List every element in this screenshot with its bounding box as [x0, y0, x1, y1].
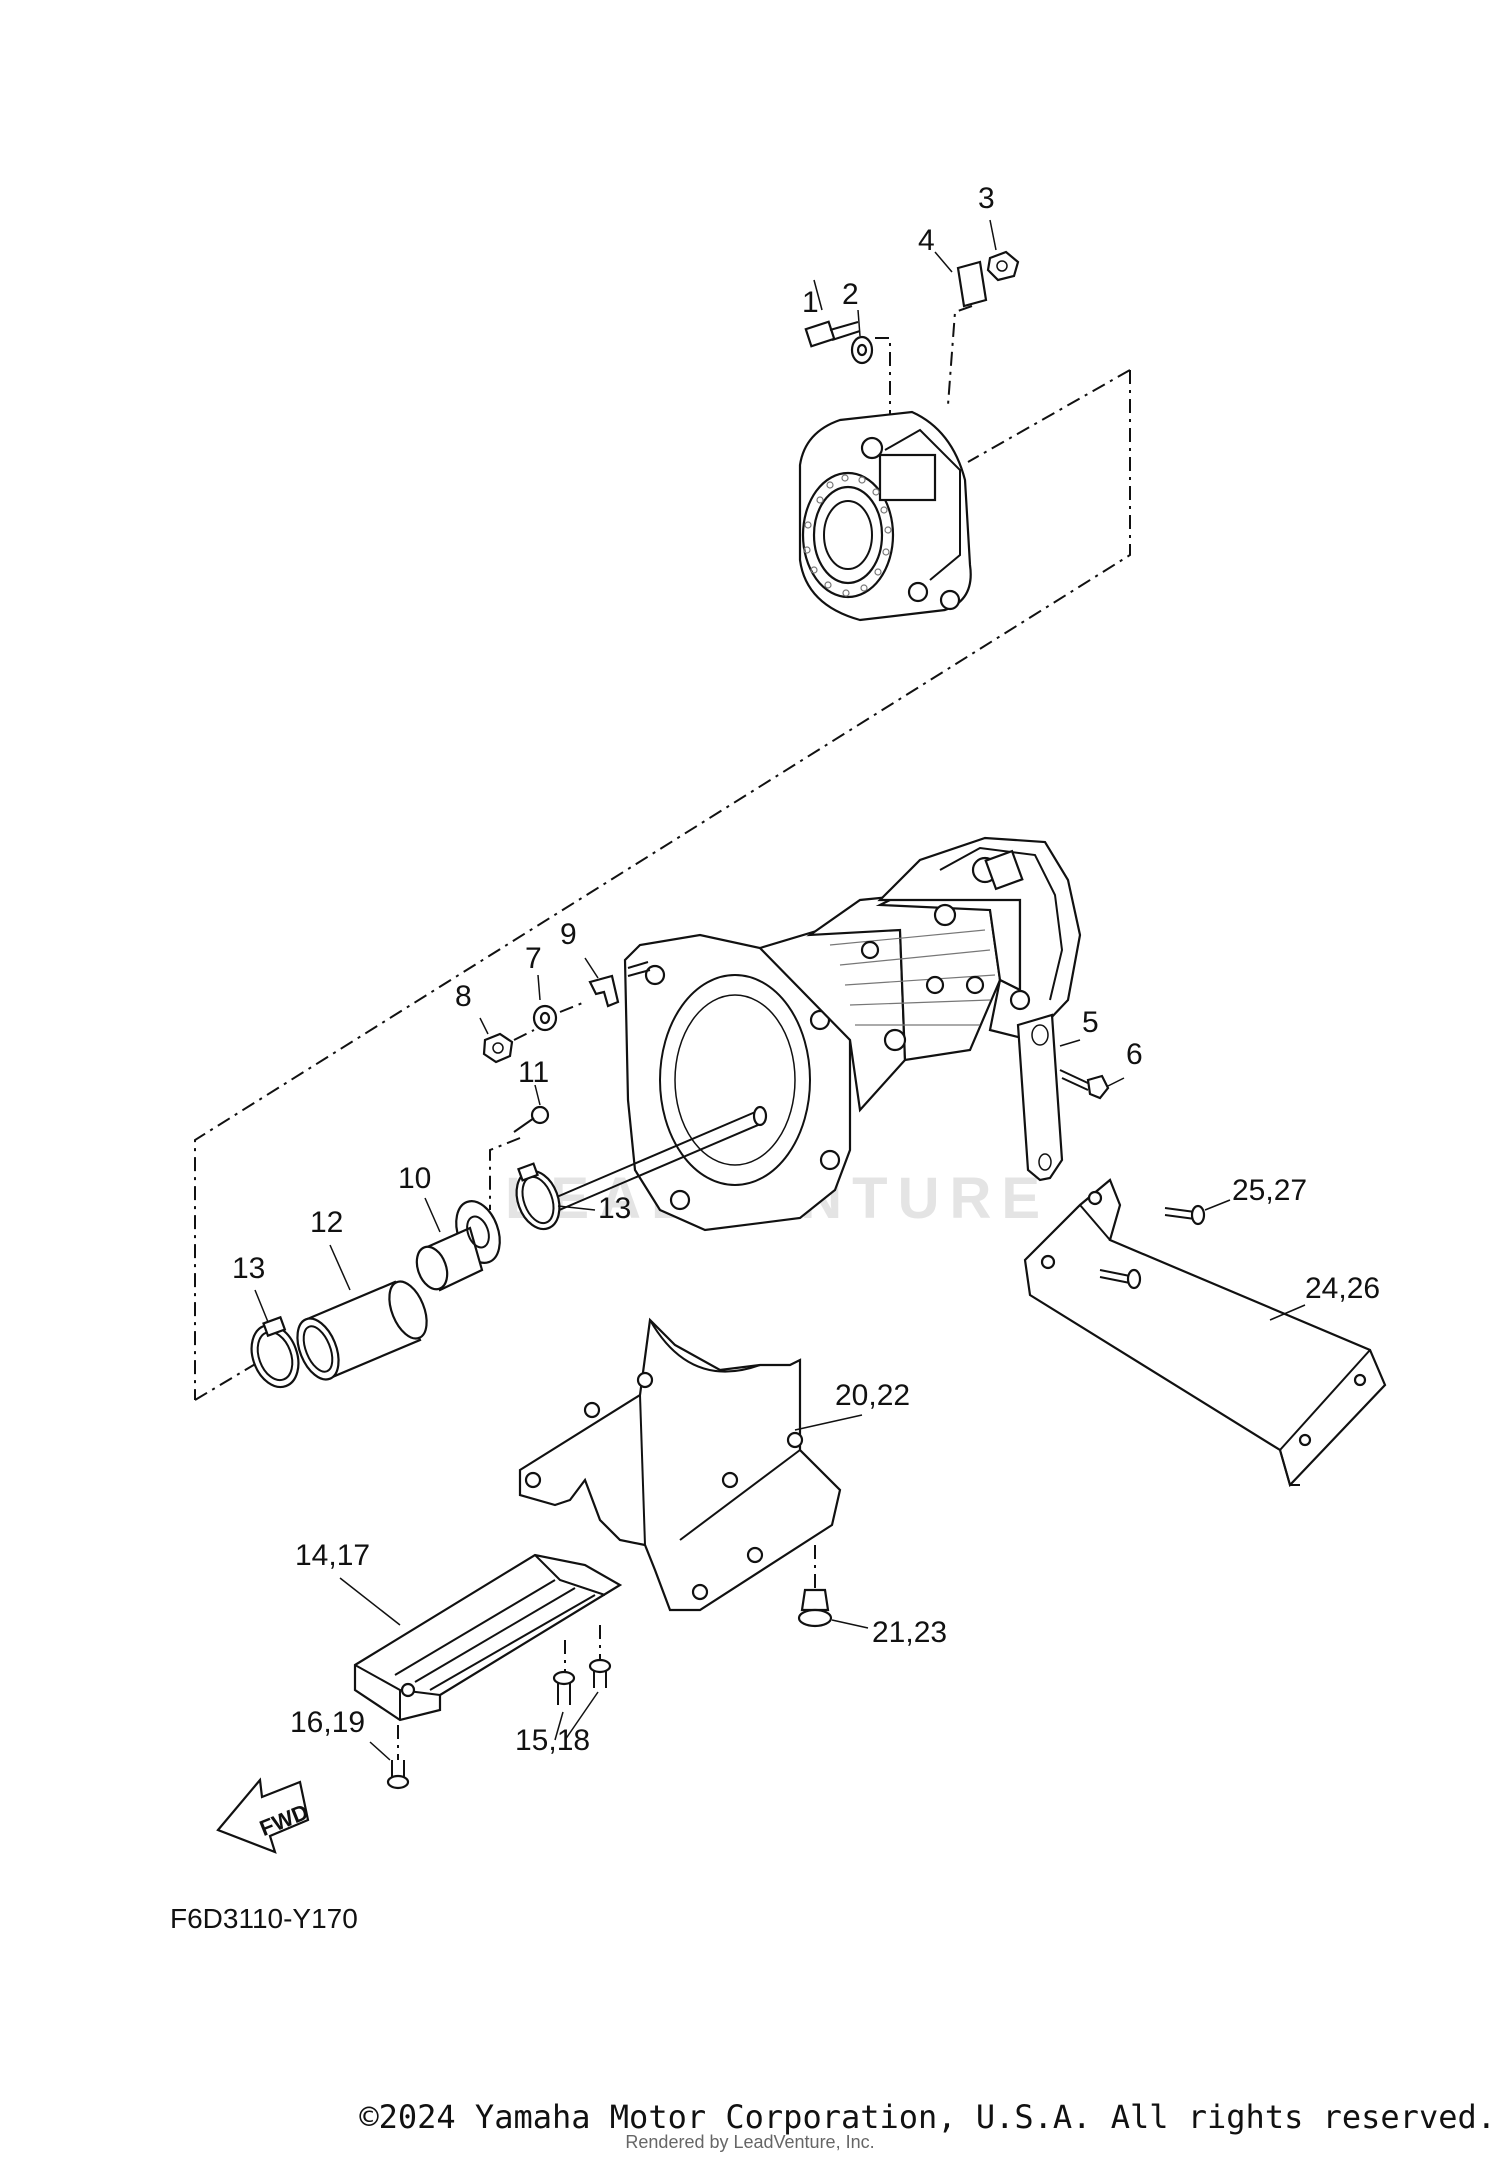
- part-screw-16-19: [369, 1725, 410, 1790]
- part-screw-11: [489, 1084, 550, 1210]
- part-bolt-6: [1059, 1069, 1125, 1100]
- callout-1: 1: [802, 286, 819, 319]
- bearing-housing: [798, 410, 972, 622]
- callout-25-27: 25,27: [1232, 1174, 1307, 1207]
- copyright-text: ©2024 Yamaha Motor Corporation, U.S.A. A…: [359, 2098, 1496, 2136]
- callout-15-18: 15,18: [515, 1724, 590, 1757]
- part-washer-2: [850, 309, 891, 420]
- part-clip-4: [934, 251, 988, 406]
- callout-12: 12: [310, 1206, 343, 1239]
- part-bolt-21-23: [797, 1545, 869, 1629]
- part-hose-12: [296, 1244, 428, 1381]
- part-nut-3: [986, 219, 1020, 282]
- callout-9: 9: [560, 918, 577, 951]
- copyright-footer: ©2024 Yamaha Motor Corporation, U.S.A. A…: [0, 2098, 1500, 2148]
- jet-pump-unit: [623, 836, 1082, 1232]
- part-screws-25-27: [1099, 1199, 1231, 1290]
- callout-16-19: 16,19: [290, 1706, 365, 1739]
- callout-10: 10: [398, 1162, 431, 1195]
- callout-11: 11: [518, 1056, 549, 1089]
- part-hose-clamp-13-right: [515, 1162, 561, 1231]
- callout-5: 5: [1082, 1006, 1099, 1039]
- part-nut-8: [479, 1017, 535, 1064]
- callout-3: 3: [978, 182, 995, 215]
- callout-21-23: 21,23: [872, 1616, 947, 1649]
- part-screws-15-18: [552, 1625, 612, 1741]
- figure-code: F6D3110-Y170: [170, 1903, 358, 1934]
- part-bolt-1: [804, 279, 861, 348]
- callout-13-right: 13: [598, 1192, 631, 1225]
- rendered-by-text: Rendered by LeadVenture, Inc.: [625, 2132, 875, 2152]
- fwd-arrow-icon: FWD: [216, 1777, 312, 1854]
- part-cover-24-26: [1023, 1178, 1387, 1488]
- callout-7: 7: [525, 942, 542, 975]
- drive-shaft: [544, 1105, 768, 1215]
- callout-24-26: 24,26: [1305, 1272, 1380, 1305]
- part-ride-plate-14-17: [339, 1553, 623, 1722]
- callout-6: 6: [1126, 1038, 1143, 1071]
- callout-8: 8: [455, 980, 472, 1013]
- part-bracket-20-22: [518, 1317, 863, 1612]
- callout-14-17: 14,17: [295, 1539, 370, 1572]
- part-seal-housing-10: [415, 1197, 501, 1292]
- assembly-outline: [194, 369, 1131, 1401]
- part-hose-clamp-13-left: [250, 1289, 300, 1389]
- part-plate-5: [1016, 1013, 1081, 1182]
- callout-13-left: 13: [232, 1252, 265, 1285]
- callout-20-22: 20,22: [835, 1379, 910, 1412]
- part-washer-7: [532, 974, 586, 1032]
- part-clip-9: [584, 957, 620, 1008]
- callout-2: 2: [842, 278, 859, 311]
- callout-4: 4: [918, 224, 935, 257]
